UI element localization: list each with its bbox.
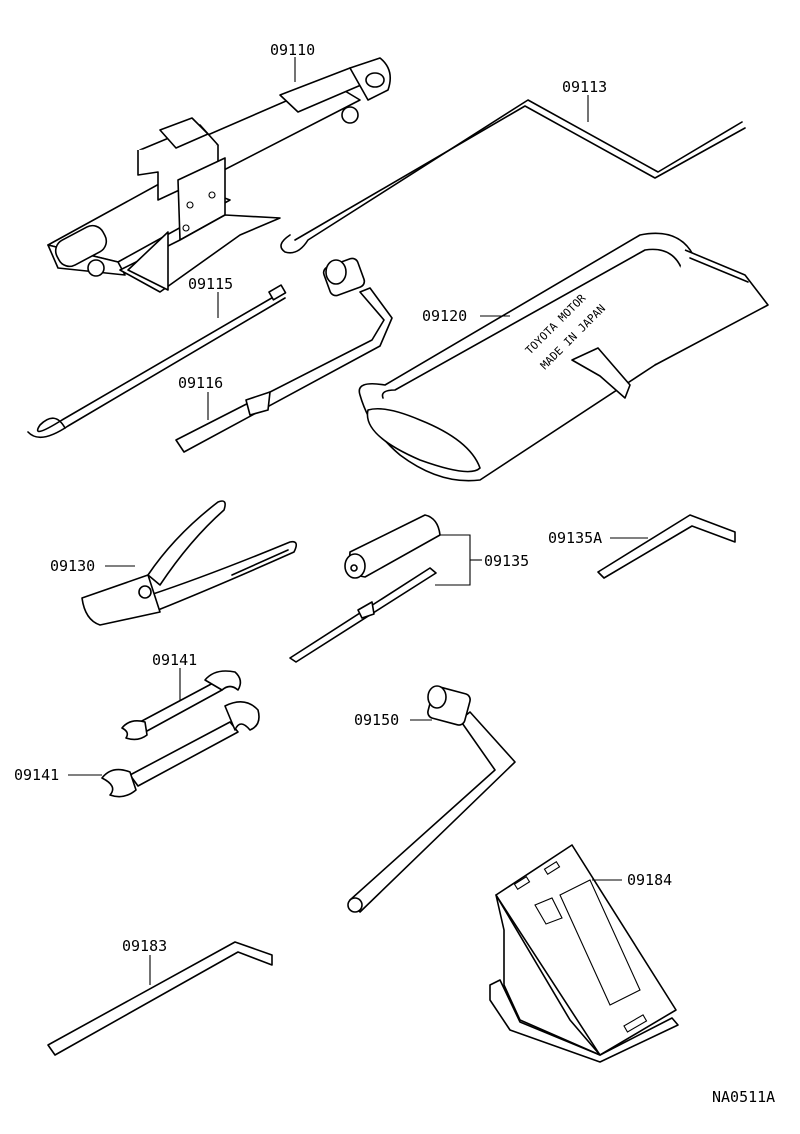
label-09130: 09130 (50, 557, 95, 575)
wrench-upper-drawing (121, 670, 242, 741)
extension-outline (27, 297, 286, 439)
screwdriver-drawing (289, 514, 441, 663)
label-09150: 09150 (354, 711, 399, 729)
label-09116: 09116 (178, 374, 223, 392)
extension-tip (268, 284, 287, 301)
bracket-09135 (435, 534, 471, 586)
label-09113: 09113 (562, 78, 607, 96)
handle-bar-drawing (175, 257, 393, 453)
label-09184: 09184 (627, 871, 672, 889)
hub-tool-drawing (47, 941, 273, 1056)
jack-drawing (47, 57, 391, 293)
label-09110: 09110 (270, 41, 315, 59)
tool-bag-drawing: TOYOTA MOTOR MADE IN JAPAN (358, 232, 769, 482)
label-09141-upper: 09141 (152, 651, 197, 669)
label-09135A: 09135A (548, 529, 602, 547)
jack-handle-outline (294, 105, 746, 241)
extension-drawing (36, 291, 283, 433)
label-09183: 09183 (122, 937, 167, 955)
pliers-drawing (81, 500, 298, 626)
label-09120: 09120 (422, 307, 467, 325)
label-09115: 09115 (188, 275, 233, 293)
label-09141-lower: 09141 (14, 766, 59, 784)
label-09135: 09135 (484, 552, 529, 570)
jack-stand-drawing (489, 844, 679, 1063)
bit-drawing (597, 514, 736, 579)
jack-handle-drawing (280, 99, 743, 254)
wrench-lower-drawing (101, 701, 260, 798)
wheel-wrench-drawing (347, 685, 516, 913)
diagram-code: NA0511A (712, 1088, 775, 1106)
